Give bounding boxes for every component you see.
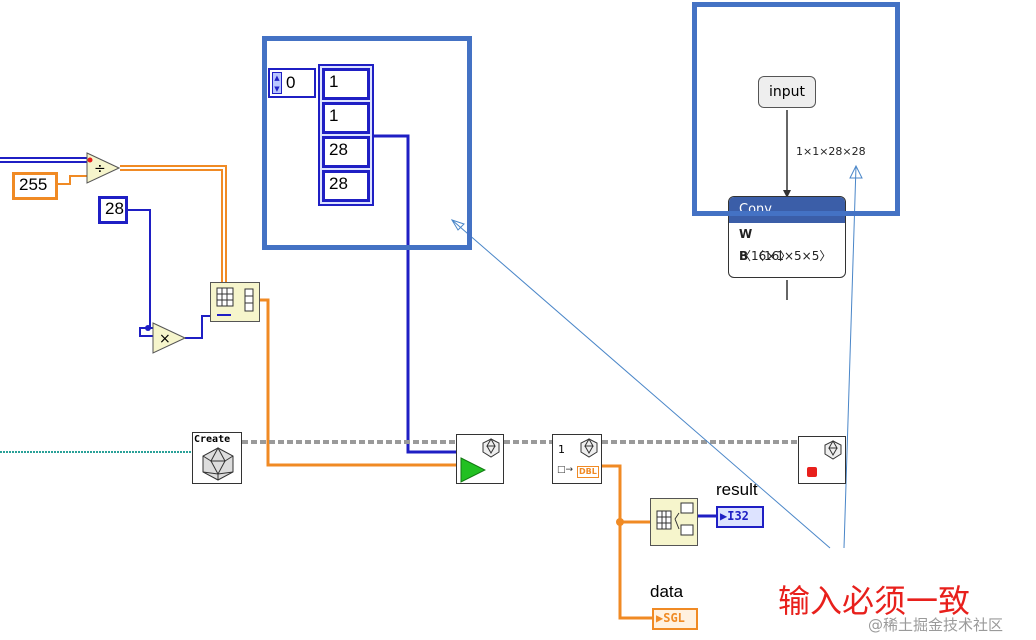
array-index-control[interactable]: ▲▼ 0 [268, 68, 316, 98]
wire-reshape-out[interactable] [260, 298, 456, 467]
numeric-constant-255[interactable]: 255 [12, 172, 58, 200]
model-icon [824, 440, 842, 460]
annotation-arrow-right [843, 165, 857, 549]
multiply-node[interactable]: × [152, 322, 187, 354]
svg-text:÷: ÷ [94, 161, 106, 177]
output-index-label: 1 [558, 443, 565, 456]
reshape-array-node[interactable] [210, 282, 260, 322]
reshape-icon [216, 287, 254, 316]
result-label: result [716, 480, 758, 499]
index-spinner-icon[interactable]: ▲▼ [272, 72, 282, 94]
max-min-icon [656, 502, 694, 536]
annotation-arrow-left [451, 219, 831, 549]
divide-node[interactable]: ÷ [86, 152, 121, 184]
array-element[interactable]: 1 [322, 102, 370, 134]
array-element[interactable]: 28 [322, 170, 370, 202]
result-type: I32 [727, 509, 749, 523]
data-indicator[interactable]: ▶SGL [652, 608, 698, 630]
array-element[interactable]: 28 [322, 136, 370, 168]
wire-array-shape[interactable] [372, 134, 456, 454]
netron-input-node[interactable]: input [758, 76, 816, 108]
conv-weight-row: W 〈16×1×5×5〉 [739, 227, 832, 263]
multiply-icon: × [152, 322, 187, 354]
wire-28[interactable] [128, 209, 156, 337]
result-indicator[interactable]: ▶I32 [716, 506, 764, 528]
wire-multiply-out[interactable] [185, 315, 212, 339]
netron-shape-label: 1×1×28×28 [796, 145, 866, 158]
conv-bias-row: B 〈16〉 [739, 249, 792, 263]
conv-title: Conv [729, 197, 845, 223]
release-model-vi[interactable] [798, 436, 846, 484]
data-indicator-arrow-icon: ▶ [656, 611, 664, 625]
result-indicator-arrow-icon: ▶ [720, 509, 728, 523]
wire-255[interactable] [58, 175, 90, 185]
wire-dbl-out[interactable] [602, 464, 652, 620]
highlight-box-netron-input [692, 2, 900, 216]
watermark: @稀土掘金技术社区 [868, 616, 1004, 634]
svg-text:×: × [159, 331, 171, 347]
wire-divide-out[interactable] [120, 169, 223, 282]
highlight-box-shape-array [262, 36, 472, 250]
create-model-vi[interactable]: Create [192, 432, 242, 484]
numeric-constant-28[interactable]: 28 [98, 196, 128, 224]
dbl-type-badge: DBL [577, 466, 599, 478]
dbl-terminal: □→ [557, 465, 574, 475]
annotation-text: 输入必须一致 [778, 582, 971, 620]
model-icon [482, 438, 500, 458]
array-max-min-node[interactable] [650, 498, 698, 546]
icosahedron-icon [202, 447, 234, 481]
get-output-vi[interactable]: 1 □→ DBL [552, 434, 602, 484]
model-icon [580, 438, 598, 458]
netron-conv-node[interactable]: Conv W 〈16×1×5×5〉 B 〈16〉 [728, 196, 846, 278]
stop-icon [807, 467, 817, 477]
run-inference-vi[interactable] [456, 434, 504, 484]
play-icon [460, 457, 486, 483]
create-label: Create [194, 434, 231, 445]
data-type: SGL [663, 611, 685, 625]
array-element[interactable]: 1 [322, 68, 370, 100]
divide-icon: ÷ [86, 152, 121, 184]
array-index-value[interactable]: 0 [286, 73, 296, 92]
array-constant[interactable]: 1 1 28 28 [318, 64, 374, 206]
data-label: data [650, 582, 684, 601]
